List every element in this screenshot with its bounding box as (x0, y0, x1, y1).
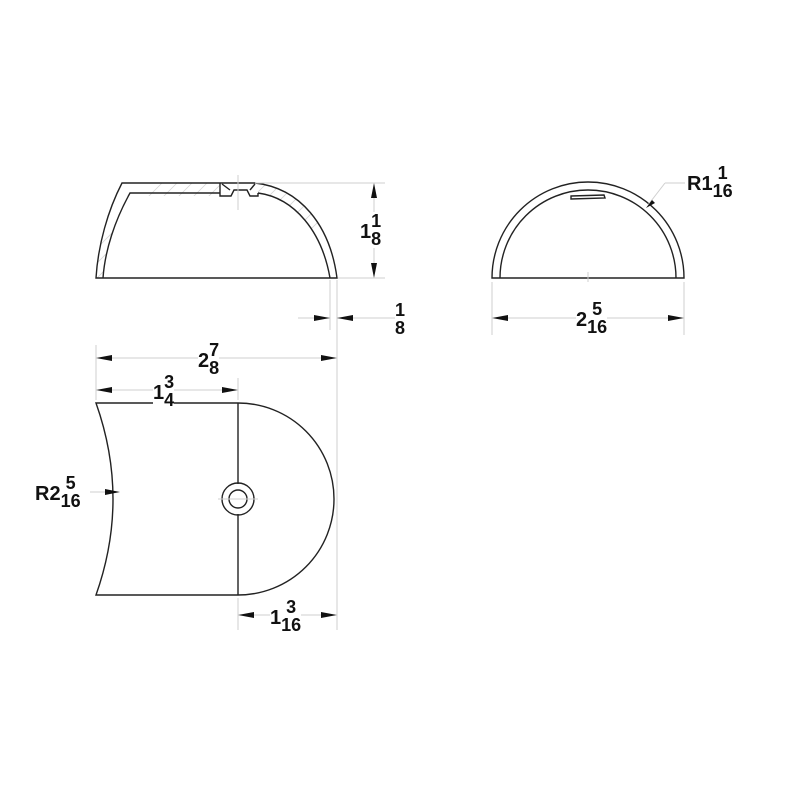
dimension-wall-thickness (298, 315, 395, 321)
top-view (90, 345, 338, 630)
side-section-view (95, 175, 385, 350)
front-view (491, 181, 685, 335)
